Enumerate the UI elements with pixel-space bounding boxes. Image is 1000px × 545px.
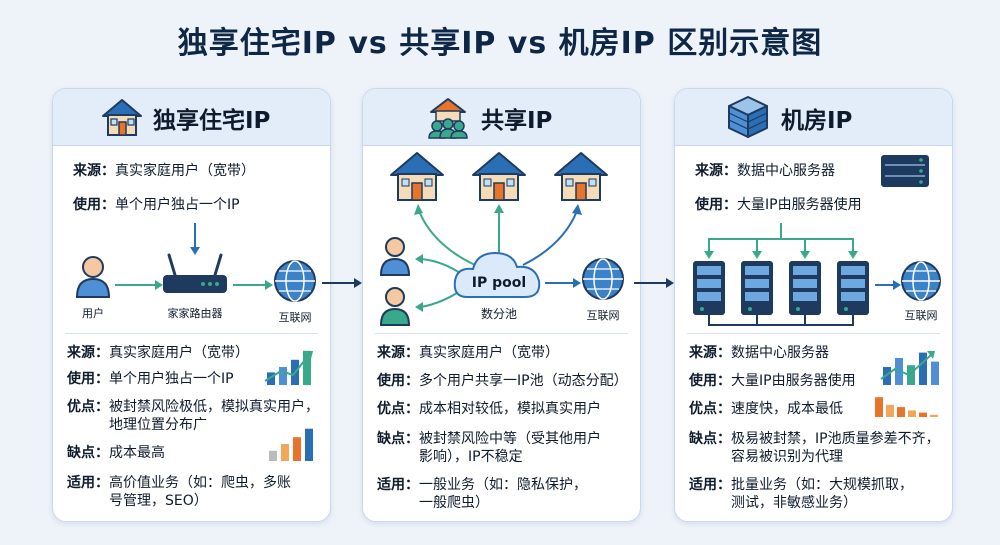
shared-users-house-icon bbox=[428, 98, 468, 139]
house-icon bbox=[102, 99, 142, 136]
shared-usage: 使用：多个用户共享一IP池（动态分配） bbox=[377, 373, 628, 389]
dc-pros: 优点：速度快，成本最低 bbox=[689, 401, 843, 417]
bar-mark bbox=[907, 365, 915, 385]
bar-mark bbox=[303, 350, 311, 385]
bar-mark bbox=[931, 361, 939, 385]
datacenter-title: 机房IP bbox=[781, 108, 853, 134]
res-cost-chart-icon bbox=[269, 428, 313, 461]
ip-pool-cloud-icon bbox=[453, 251, 541, 298]
res-growth-chart-icon bbox=[264, 350, 313, 385]
bar-mark bbox=[279, 367, 287, 385]
shared-cons-cont: 影响），IP不稳定 bbox=[419, 449, 523, 465]
bar-mark bbox=[897, 407, 905, 417]
user-icon bbox=[75, 256, 111, 298]
dc-use: 适用：批量业务（如：大规模抓取， bbox=[689, 477, 913, 493]
residential-flow-diagram bbox=[75, 223, 316, 302]
bar-mark bbox=[293, 437, 301, 461]
bar-mark bbox=[886, 404, 894, 417]
shared-panel-header: 共享IP bbox=[363, 89, 640, 146]
dc-cons-cont: 容易被识别为代理 bbox=[731, 449, 843, 465]
router-icon bbox=[163, 253, 227, 293]
dc-use-cont: 测试，非敏感业务） bbox=[731, 495, 857, 511]
shared-source: 来源：真实家庭用户（宽带） bbox=[377, 345, 559, 361]
res-use: 适用：高价值业务（如：爬虫，多账 bbox=[67, 475, 291, 491]
res-pros-cont: 地理位置分布广 bbox=[109, 417, 207, 433]
dc-top-usage: 使用：大量IP由服务器使用 bbox=[695, 197, 862, 213]
ip-pool-label: IP pool bbox=[471, 275, 527, 291]
divider bbox=[687, 333, 940, 334]
server-rack-icon bbox=[881, 155, 929, 187]
res-pros: 优点：被封禁风险极低，模拟真实用户， bbox=[67, 399, 319, 415]
globe-icon bbox=[901, 261, 941, 301]
res-use-cont: 号管理，SEO） bbox=[109, 493, 208, 509]
user-icons bbox=[379, 237, 411, 326]
dc-usage: 使用：大量IP由服务器使用 bbox=[689, 373, 856, 389]
bar-mark bbox=[930, 414, 938, 417]
shared-title: 共享IP bbox=[481, 108, 553, 134]
residential-title: 独享住宅IP bbox=[153, 108, 271, 134]
dc-growth-chart-icon bbox=[880, 351, 939, 385]
user-label: 用户 bbox=[82, 307, 104, 320]
bar-mark bbox=[919, 412, 927, 417]
res-usage: 使用：单个用户独占一个IP bbox=[67, 371, 234, 387]
shared-use-cont: 一般爬虫） bbox=[419, 495, 489, 511]
datacenter-panel: 机房IP 来源：数据中心服务器 使用：大量IP由服务器使用 bbox=[674, 88, 953, 522]
globe-icon bbox=[274, 260, 316, 302]
shared-flow-diagram bbox=[379, 152, 624, 326]
shared-cons: 缺点：被封禁风险中等（受其他用户 bbox=[377, 431, 601, 447]
dc-cost-chart-icon bbox=[875, 397, 938, 417]
internet-label: 互联网 bbox=[278, 311, 312, 324]
bar-mark bbox=[269, 450, 277, 461]
residential-panel-header: 独享住宅IP bbox=[53, 89, 330, 146]
server-rack-icons bbox=[693, 261, 869, 315]
bar-mark bbox=[875, 397, 883, 417]
house-icons bbox=[390, 152, 608, 201]
page-title: 独享住宅IP vs 共享IP vs 机房IP 区别示意图 bbox=[177, 26, 823, 61]
dc-cons: 缺点：极易被封禁，IP池质量参差不齐， bbox=[689, 431, 940, 447]
bar-mark bbox=[305, 428, 313, 461]
divider bbox=[65, 333, 318, 334]
residential-panel: 独享住宅IP 来源：真实家庭用户（宽带） 使用：单个用户独占一个IP bbox=[52, 88, 331, 522]
bar-mark bbox=[919, 352, 927, 385]
res-top-usage: 使用：单个用户独占一个IP bbox=[73, 197, 240, 213]
dc-top-source: 来源：数据中心服务器 bbox=[695, 163, 835, 179]
datacenter-panel-header: 机房IP bbox=[675, 89, 952, 146]
bar-mark bbox=[883, 367, 891, 385]
router-label: 家家路由器 bbox=[167, 307, 223, 320]
divider bbox=[375, 333, 628, 334]
res-source: 来源：真实家庭用户（宽带） bbox=[67, 345, 249, 361]
server-cube-icon bbox=[728, 96, 768, 138]
shared-use: 适用：一般业务（如：隐私保护， bbox=[377, 477, 587, 493]
shared-pros: 优点：成本相对较低，模拟真实用户 bbox=[377, 401, 601, 417]
pool-label: 数分池 bbox=[480, 307, 517, 321]
bar-mark bbox=[908, 410, 916, 417]
shared-panel: 共享IP bbox=[362, 88, 641, 522]
globe-icon bbox=[582, 258, 624, 300]
res-cons: 缺点：成本最高 bbox=[67, 445, 165, 461]
bar-mark bbox=[281, 444, 289, 461]
dc-source: 来源：数据中心服务器 bbox=[689, 345, 829, 361]
bar-mark bbox=[267, 372, 275, 385]
datacenter-flow-diagram bbox=[693, 155, 941, 326]
internet-label: 互联网 bbox=[904, 309, 938, 322]
internet-label: 互联网 bbox=[586, 309, 620, 322]
res-top-source: 来源：真实家庭用户（宽带） bbox=[73, 163, 255, 179]
